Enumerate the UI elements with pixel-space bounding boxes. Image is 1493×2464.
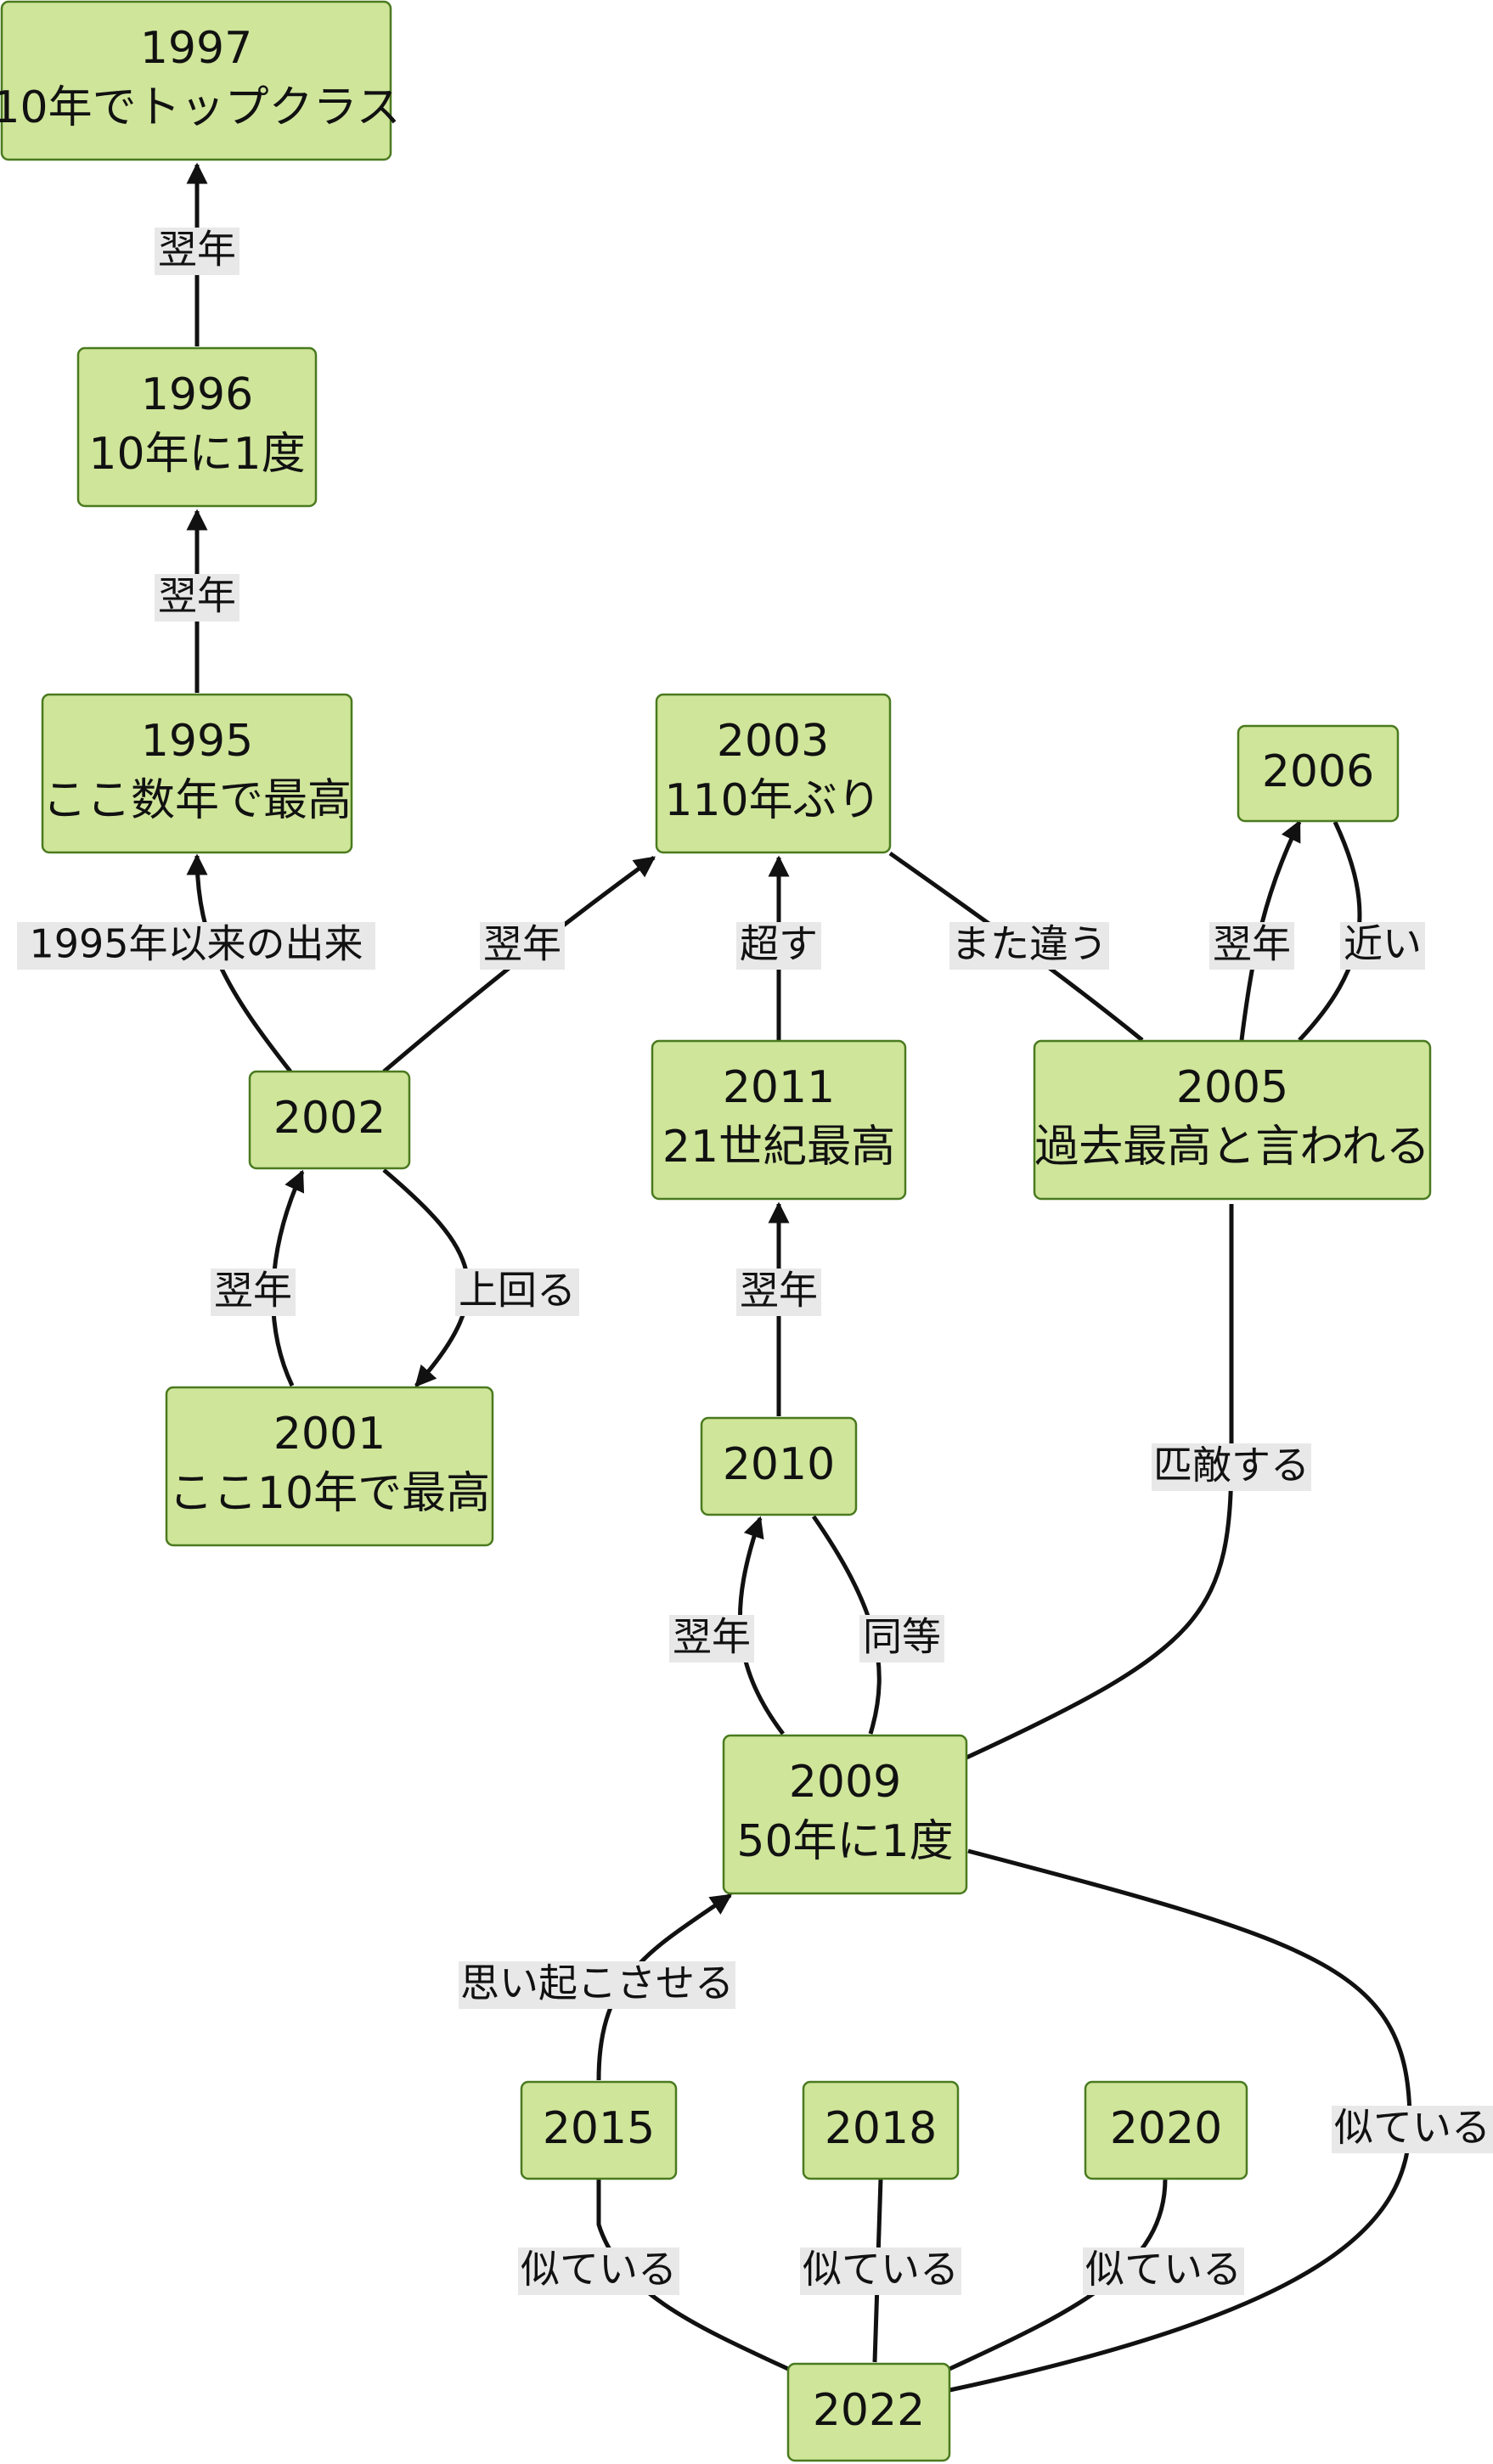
edge-2022-2015 xyxy=(596,2179,790,2371)
svg-text:翌年: 翌年 xyxy=(673,1614,751,1660)
edge-label-2010-2009: 同等 xyxy=(859,1614,944,1662)
svg-text:50年に1度: 50年に1度 xyxy=(736,1816,953,1867)
edge-label-2001-2002: 翌年 xyxy=(211,1268,296,1316)
svg-text:ここ10年で最高: ここ10年で最高 xyxy=(169,1468,490,1519)
svg-text:上回る: 上回る xyxy=(459,1268,576,1314)
svg-text:翌年: 翌年 xyxy=(214,1268,292,1314)
edge-label-2009-2010: 翌年 xyxy=(669,1614,754,1662)
svg-text:翌年: 翌年 xyxy=(1213,921,1291,967)
edge-label-2022-2018: 似ている xyxy=(800,2247,961,2295)
svg-text:110年ぶり: 110年ぶり xyxy=(664,775,881,826)
svg-text:2018: 2018 xyxy=(825,2103,937,2154)
svg-text:1995年以来の出来: 1995年以来の出来 xyxy=(29,921,363,967)
svg-text:近い: 近い xyxy=(1344,921,1422,967)
node-2010: 2010 xyxy=(700,1416,858,1516)
svg-text:2006: 2006 xyxy=(1262,746,1374,797)
node-2001: 2001 ここ10年で最高 xyxy=(165,1386,494,1547)
edge-label-2005-2006: 翌年 xyxy=(1209,921,1294,970)
node-2009: 2009 50年に1度 xyxy=(722,1734,968,1895)
node-2022: 2022 xyxy=(786,2362,951,2462)
svg-text:翌年: 翌年 xyxy=(483,921,561,967)
svg-text:1996: 1996 xyxy=(141,369,253,420)
edge-label-2006-2005: 近い xyxy=(1340,921,1425,970)
svg-text:似ている: 似ている xyxy=(1085,2247,1242,2292)
edge-label-2002-2003: 翌年 xyxy=(480,921,565,970)
svg-text:2001: 2001 xyxy=(273,1409,386,1460)
edge-label-2015-2009: 思い起こさせる xyxy=(459,1961,735,2009)
svg-text:2020: 2020 xyxy=(1110,2103,1222,2154)
svg-text:21世紀最高: 21世紀最高 xyxy=(662,1122,895,1173)
svg-text:2002: 2002 xyxy=(273,1093,386,1144)
svg-text:2005: 2005 xyxy=(1176,1062,1288,1113)
edge-label-2009-2005: 匹敵する xyxy=(1152,1443,1311,1491)
node-1996: 1996 10年に1度 xyxy=(76,346,318,508)
node-2011: 2011 21世紀最高 xyxy=(651,1039,907,1201)
svg-text:10年に1度: 10年に1度 xyxy=(88,429,305,480)
svg-text:10年でトップクラス: 10年でトップクラス xyxy=(0,82,401,133)
svg-text:同等: 同等 xyxy=(863,1614,941,1660)
svg-text:翌年: 翌年 xyxy=(158,573,236,619)
svg-text:翌年: 翌年 xyxy=(158,227,236,273)
edge-label-2010-2011: 翌年 xyxy=(736,1268,821,1316)
edge-label-2011-2003: 超す xyxy=(736,921,821,970)
svg-text:2010: 2010 xyxy=(723,1439,835,1490)
node-2015: 2015 xyxy=(520,2080,678,2180)
node-1995: 1995 ここ数年で最高 xyxy=(41,693,353,854)
svg-text:超す: 超す xyxy=(740,921,818,967)
edge-label-1996-1997: 翌年 xyxy=(155,227,239,275)
svg-text:1997: 1997 xyxy=(140,23,252,74)
node-2005: 2005 過去最高と言われる xyxy=(1033,1039,1432,1201)
edge-label-2005-2003: また違う xyxy=(949,921,1109,970)
edge-2009-2005 xyxy=(965,1204,1234,1760)
svg-text:思い起こさせる: 思い起こさせる xyxy=(460,1961,734,2006)
svg-text:2009: 2009 xyxy=(789,1757,901,1808)
svg-text:似ている: 似ている xyxy=(521,2247,677,2292)
edge-labels: 翌年 翌年 1995年以来の出来 翌年 超す また違う 翌年 近い xyxy=(17,227,1493,2295)
svg-text:似ている: 似ている xyxy=(803,2247,959,2292)
svg-text:また違う: また違う xyxy=(951,921,1107,967)
svg-text:匹敵する: 匹敵する xyxy=(1153,1443,1310,1488)
svg-text:2015: 2015 xyxy=(543,2103,655,2154)
edge-label-1995-1996: 翌年 xyxy=(155,573,239,622)
svg-text:1995: 1995 xyxy=(141,716,253,767)
nodes: 1997 10年でトップクラス 1996 10年に1度 1995 ここ数年で最高… xyxy=(0,0,1432,2462)
node-2006: 2006 xyxy=(1237,724,1400,823)
edge-label-2022-2009: 似ている xyxy=(1332,2105,1493,2153)
svg-text:過去最高と言われる: 過去最高と言われる xyxy=(1034,1122,1429,1173)
node-2003: 2003 110年ぶり xyxy=(655,693,892,854)
node-2002: 2002 xyxy=(248,1070,411,1170)
svg-text:ここ数年で最高: ここ数年で最高 xyxy=(42,775,352,826)
edge-label-2022-2020: 似ている xyxy=(1083,2247,1244,2295)
svg-text:翌年: 翌年 xyxy=(740,1268,818,1314)
edge-label-2002-1995: 1995年以来の出来 xyxy=(17,921,375,970)
node-2018: 2018 xyxy=(802,2080,960,2180)
edge-label-2022-2015: 似ている xyxy=(518,2247,679,2295)
svg-text:2011: 2011 xyxy=(723,1062,835,1113)
svg-text:2022: 2022 xyxy=(813,2385,925,2436)
svg-text:似ている: 似ている xyxy=(1334,2105,1490,2151)
node-1997: 1997 10年でトップクラス xyxy=(0,0,401,161)
edge-label-2002-2001: 上回る xyxy=(455,1268,579,1316)
svg-text:2003: 2003 xyxy=(717,716,829,767)
node-2020: 2020 xyxy=(1084,2080,1248,2180)
